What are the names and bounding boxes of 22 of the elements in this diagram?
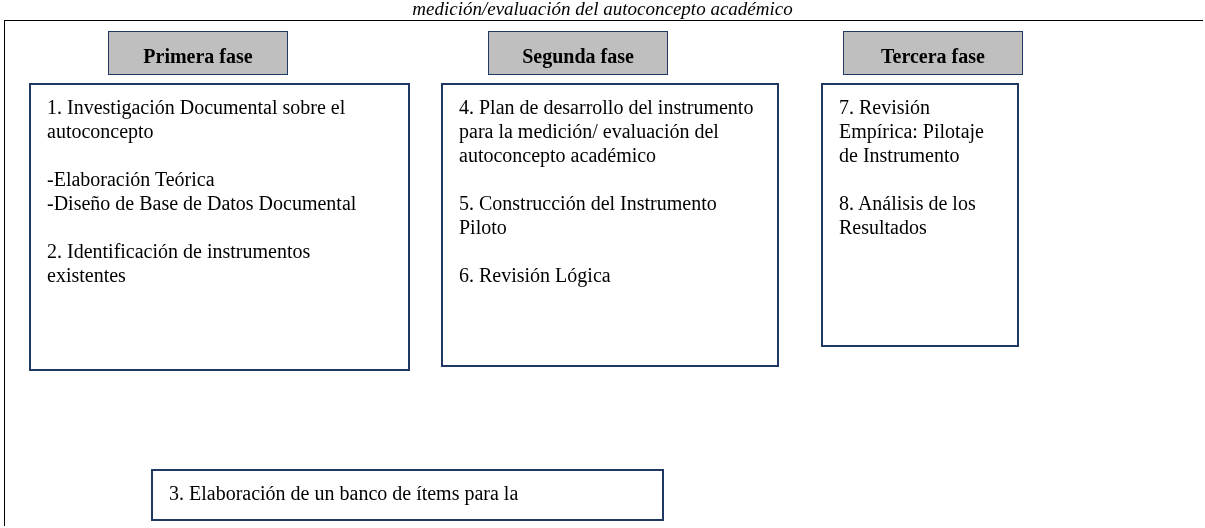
task-text: 2. Identificación de instrumentos existentes — [47, 239, 312, 287]
task-text: 4. Plan de desarrollo del instrumento para la medición/ evaluación del autoconcepto académico — [459, 95, 755, 167]
phase-title: Tercera fase — [881, 44, 985, 68]
phase-header — [488, 31, 668, 75]
task-box — [441, 83, 779, 367]
phase-header — [108, 31, 288, 75]
diagram-title: medición/evaluación del autoconcepto académico — [411, 0, 794, 20]
task-text: 6. Revisión Lógica — [459, 263, 612, 287]
phase-title: Segunda fase — [522, 44, 634, 68]
phase-header — [843, 31, 1023, 75]
task-text: 1. Investigación Documental sobre el autoconcepto — [47, 95, 347, 143]
task-box — [821, 83, 1019, 347]
task-text: 8. Análisis de los Resultados — [839, 191, 977, 239]
outer-frame — [4, 20, 1203, 526]
task-text: 3. Elaboración de un banco de ítems para la — [169, 481, 520, 505]
task-text: 7. Revisión Empírica: Pilotaje de Instrumento — [839, 95, 985, 167]
task-box — [151, 469, 664, 521]
task-box — [29, 83, 410, 371]
task-text: 5. Construcción del Instrumento Piloto — [459, 191, 718, 239]
task-text: -Diseño de Base de Datos Documental — [47, 191, 358, 215]
phase-title: Primera fase — [143, 44, 253, 68]
task-text: -Elaboración Teórica — [47, 167, 216, 191]
